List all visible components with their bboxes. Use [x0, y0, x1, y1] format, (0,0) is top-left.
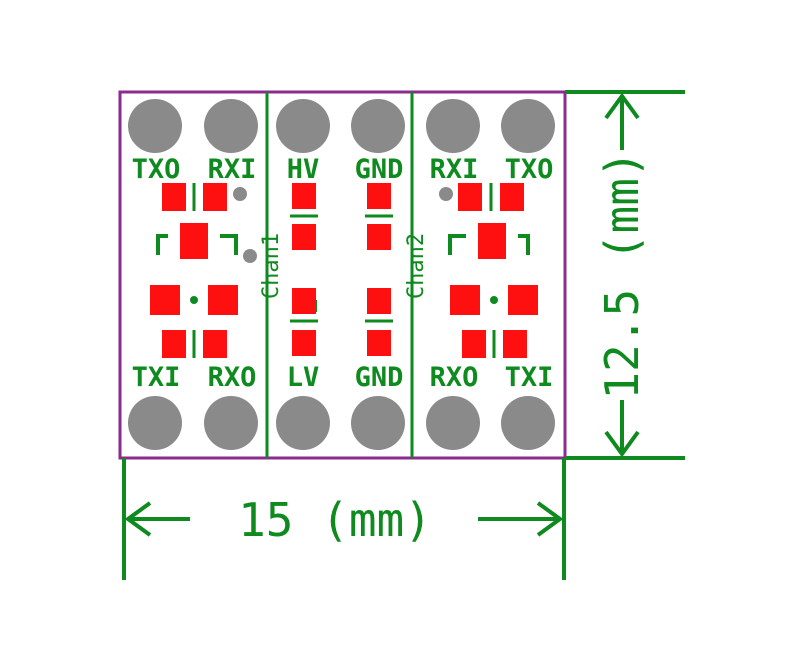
pin-label-top-6: TXO [505, 154, 554, 185]
height-dimension-label: 12.5 (mm) [595, 150, 649, 399]
top-pads [128, 99, 555, 153]
silk-dot [490, 296, 498, 304]
bottom-pin-labels: TXI RXO LV GND RXO TXI [132, 362, 554, 393]
pad-bottom-4 [351, 396, 405, 450]
channel-label-1: Chan1 [259, 233, 284, 299]
smd-pad [162, 330, 186, 358]
pin-label-top-1: TXO [132, 154, 181, 185]
top-pin-labels: TXO RXI HV GND RXI TXO [132, 154, 554, 185]
width-arrowhead-right [536, 501, 564, 537]
smd-pad [292, 330, 316, 356]
pad-top-1 [128, 99, 182, 153]
silk-bracket [518, 234, 530, 255]
pin-label-top-5: RXI [430, 154, 479, 185]
pad-top-2 [204, 99, 258, 153]
smd-pad [367, 330, 391, 356]
board-outline [118, 90, 567, 460]
smd-pad [292, 183, 316, 209]
pad-top-3 [276, 99, 330, 153]
smd-pad [150, 285, 180, 315]
height-arrowhead-bottom [604, 430, 640, 458]
smd-pad [292, 224, 316, 250]
smd-pad [162, 183, 186, 211]
silk-bracket [448, 234, 466, 255]
smd-pad [500, 183, 524, 211]
smd-pad [180, 223, 208, 259]
pad-bottom-6 [501, 396, 555, 450]
pin-label-bottom-4: GND [355, 362, 404, 393]
pin-label-top-4: GND [355, 154, 404, 185]
channel-label-2: Chan2 [404, 233, 429, 299]
smd-pad [458, 183, 482, 211]
pin-label-top-2: RXI [208, 154, 257, 185]
smd-pad [367, 224, 391, 250]
pin-label-bottom-3: LV [287, 362, 320, 393]
channel1-footprint [150, 183, 257, 358]
silk-dot [190, 296, 198, 304]
channel2-footprint [439, 183, 538, 358]
pin-label-bottom-1: TXI [132, 362, 181, 393]
smd-pad [462, 330, 486, 358]
pin-label-bottom-6: TXI [505, 362, 554, 393]
via [439, 187, 453, 201]
pad-bottom-5 [426, 396, 480, 450]
smd-pad [503, 330, 527, 358]
silk-bracket [220, 234, 238, 255]
pad-top-5 [426, 99, 480, 153]
smd-pad [478, 223, 506, 259]
smd-pad [367, 183, 391, 209]
pad-bottom-1 [128, 396, 182, 450]
center-footprint [290, 183, 393, 356]
smd-pad [508, 285, 538, 315]
smd-pad [208, 285, 238, 315]
bottom-pads [128, 396, 555, 450]
pin-label-top-3: HV [287, 154, 320, 185]
smd-pad [450, 285, 480, 315]
smd-pad [203, 183, 227, 211]
smd-pad [367, 288, 391, 314]
smd-pad [292, 288, 316, 314]
width-dimension-label: 15 (mm) [238, 493, 432, 547]
pad-top-6 [501, 99, 555, 153]
pad-bottom-3 [276, 396, 330, 450]
pin-label-bottom-2: RXO [208, 362, 257, 393]
pad-top-4 [351, 99, 405, 153]
width-arrowhead-left [124, 501, 152, 537]
height-arrowhead-top [604, 92, 640, 120]
width-dimension [122, 458, 566, 580]
pad-bottom-2 [204, 396, 258, 450]
via [233, 187, 247, 201]
height-dimension [565, 90, 685, 460]
via [243, 249, 257, 263]
smd-pad [203, 330, 227, 358]
pin-label-bottom-5: RXO [430, 362, 479, 393]
silk-bracket [156, 234, 168, 255]
